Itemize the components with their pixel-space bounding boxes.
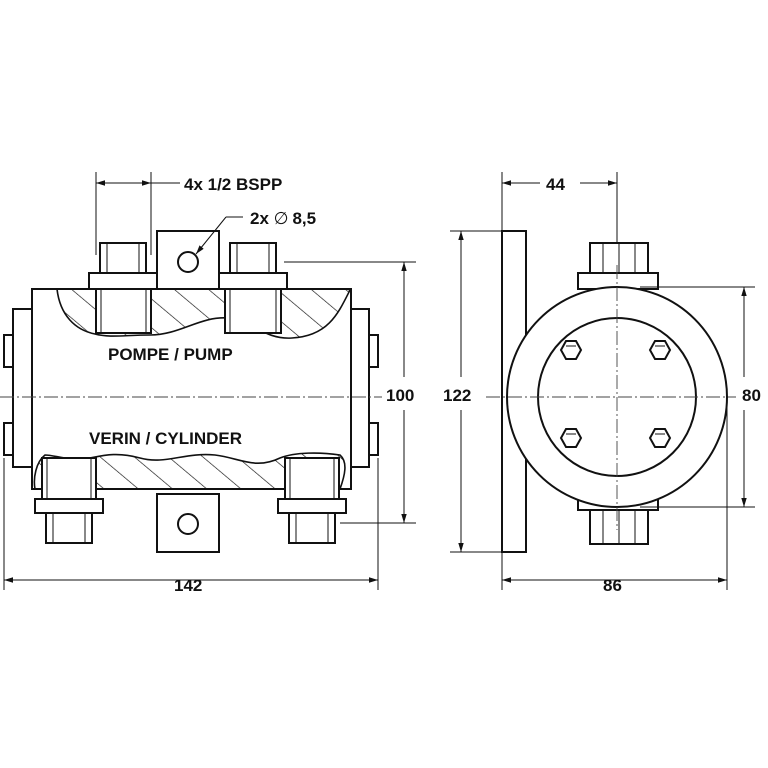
diameter-dimension: 80 <box>640 286 761 508</box>
left-end-cap <box>3 308 33 468</box>
hole-callout: 2x ∅8,5 <box>195 209 316 255</box>
side-view: 44 122 80 86 <box>443 172 761 595</box>
pump-label: POMPE / PUMP <box>108 345 233 364</box>
depth-dimension: 44 <box>501 172 618 243</box>
diameter-symbol: ∅ <box>274 209 289 229</box>
top-port-left <box>88 242 158 334</box>
top-port-right <box>218 242 288 334</box>
bottom-mounting-lug <box>156 493 220 553</box>
right-end-cap <box>350 308 379 468</box>
bottom-port-left <box>34 457 104 544</box>
svg-text:2x ∅8,5: 2x ∅8,5 <box>250 209 316 229</box>
bolt-bottom-left <box>559 428 583 448</box>
side-top-port <box>577 242 659 290</box>
bolt-top-left <box>559 340 583 360</box>
bottom-port-right <box>277 457 347 544</box>
dim-86: 86 <box>603 576 622 595</box>
dim-122: 122 <box>443 386 471 405</box>
flange-height-dimension: 122 <box>443 230 502 553</box>
holes-diameter: 8,5 <box>292 209 316 228</box>
ports-callout: 4x 1/2 BSPP <box>184 175 282 194</box>
bottom-section-cut <box>33 452 346 490</box>
length-dimension: 142 <box>3 458 379 595</box>
dim-100: 100 <box>386 386 414 405</box>
dim-142: 142 <box>174 576 202 595</box>
front-view: POMPE / PUMP VERIN / CYLINDER 4x 1/2 BSP… <box>0 172 416 595</box>
dim-80: 80 <box>742 386 761 405</box>
top-mounting-lug <box>156 230 220 290</box>
bolt-top-right <box>648 340 672 360</box>
dim-44: 44 <box>546 175 565 194</box>
width-dimension: 86 <box>501 397 728 595</box>
port-spacing-dimension: 4x 1/2 BSPP <box>95 172 282 255</box>
cylinder-label: VERIN / CYLINDER <box>89 429 242 448</box>
holes-count: 2x <box>250 209 274 228</box>
bolt-bottom-right <box>648 428 672 448</box>
